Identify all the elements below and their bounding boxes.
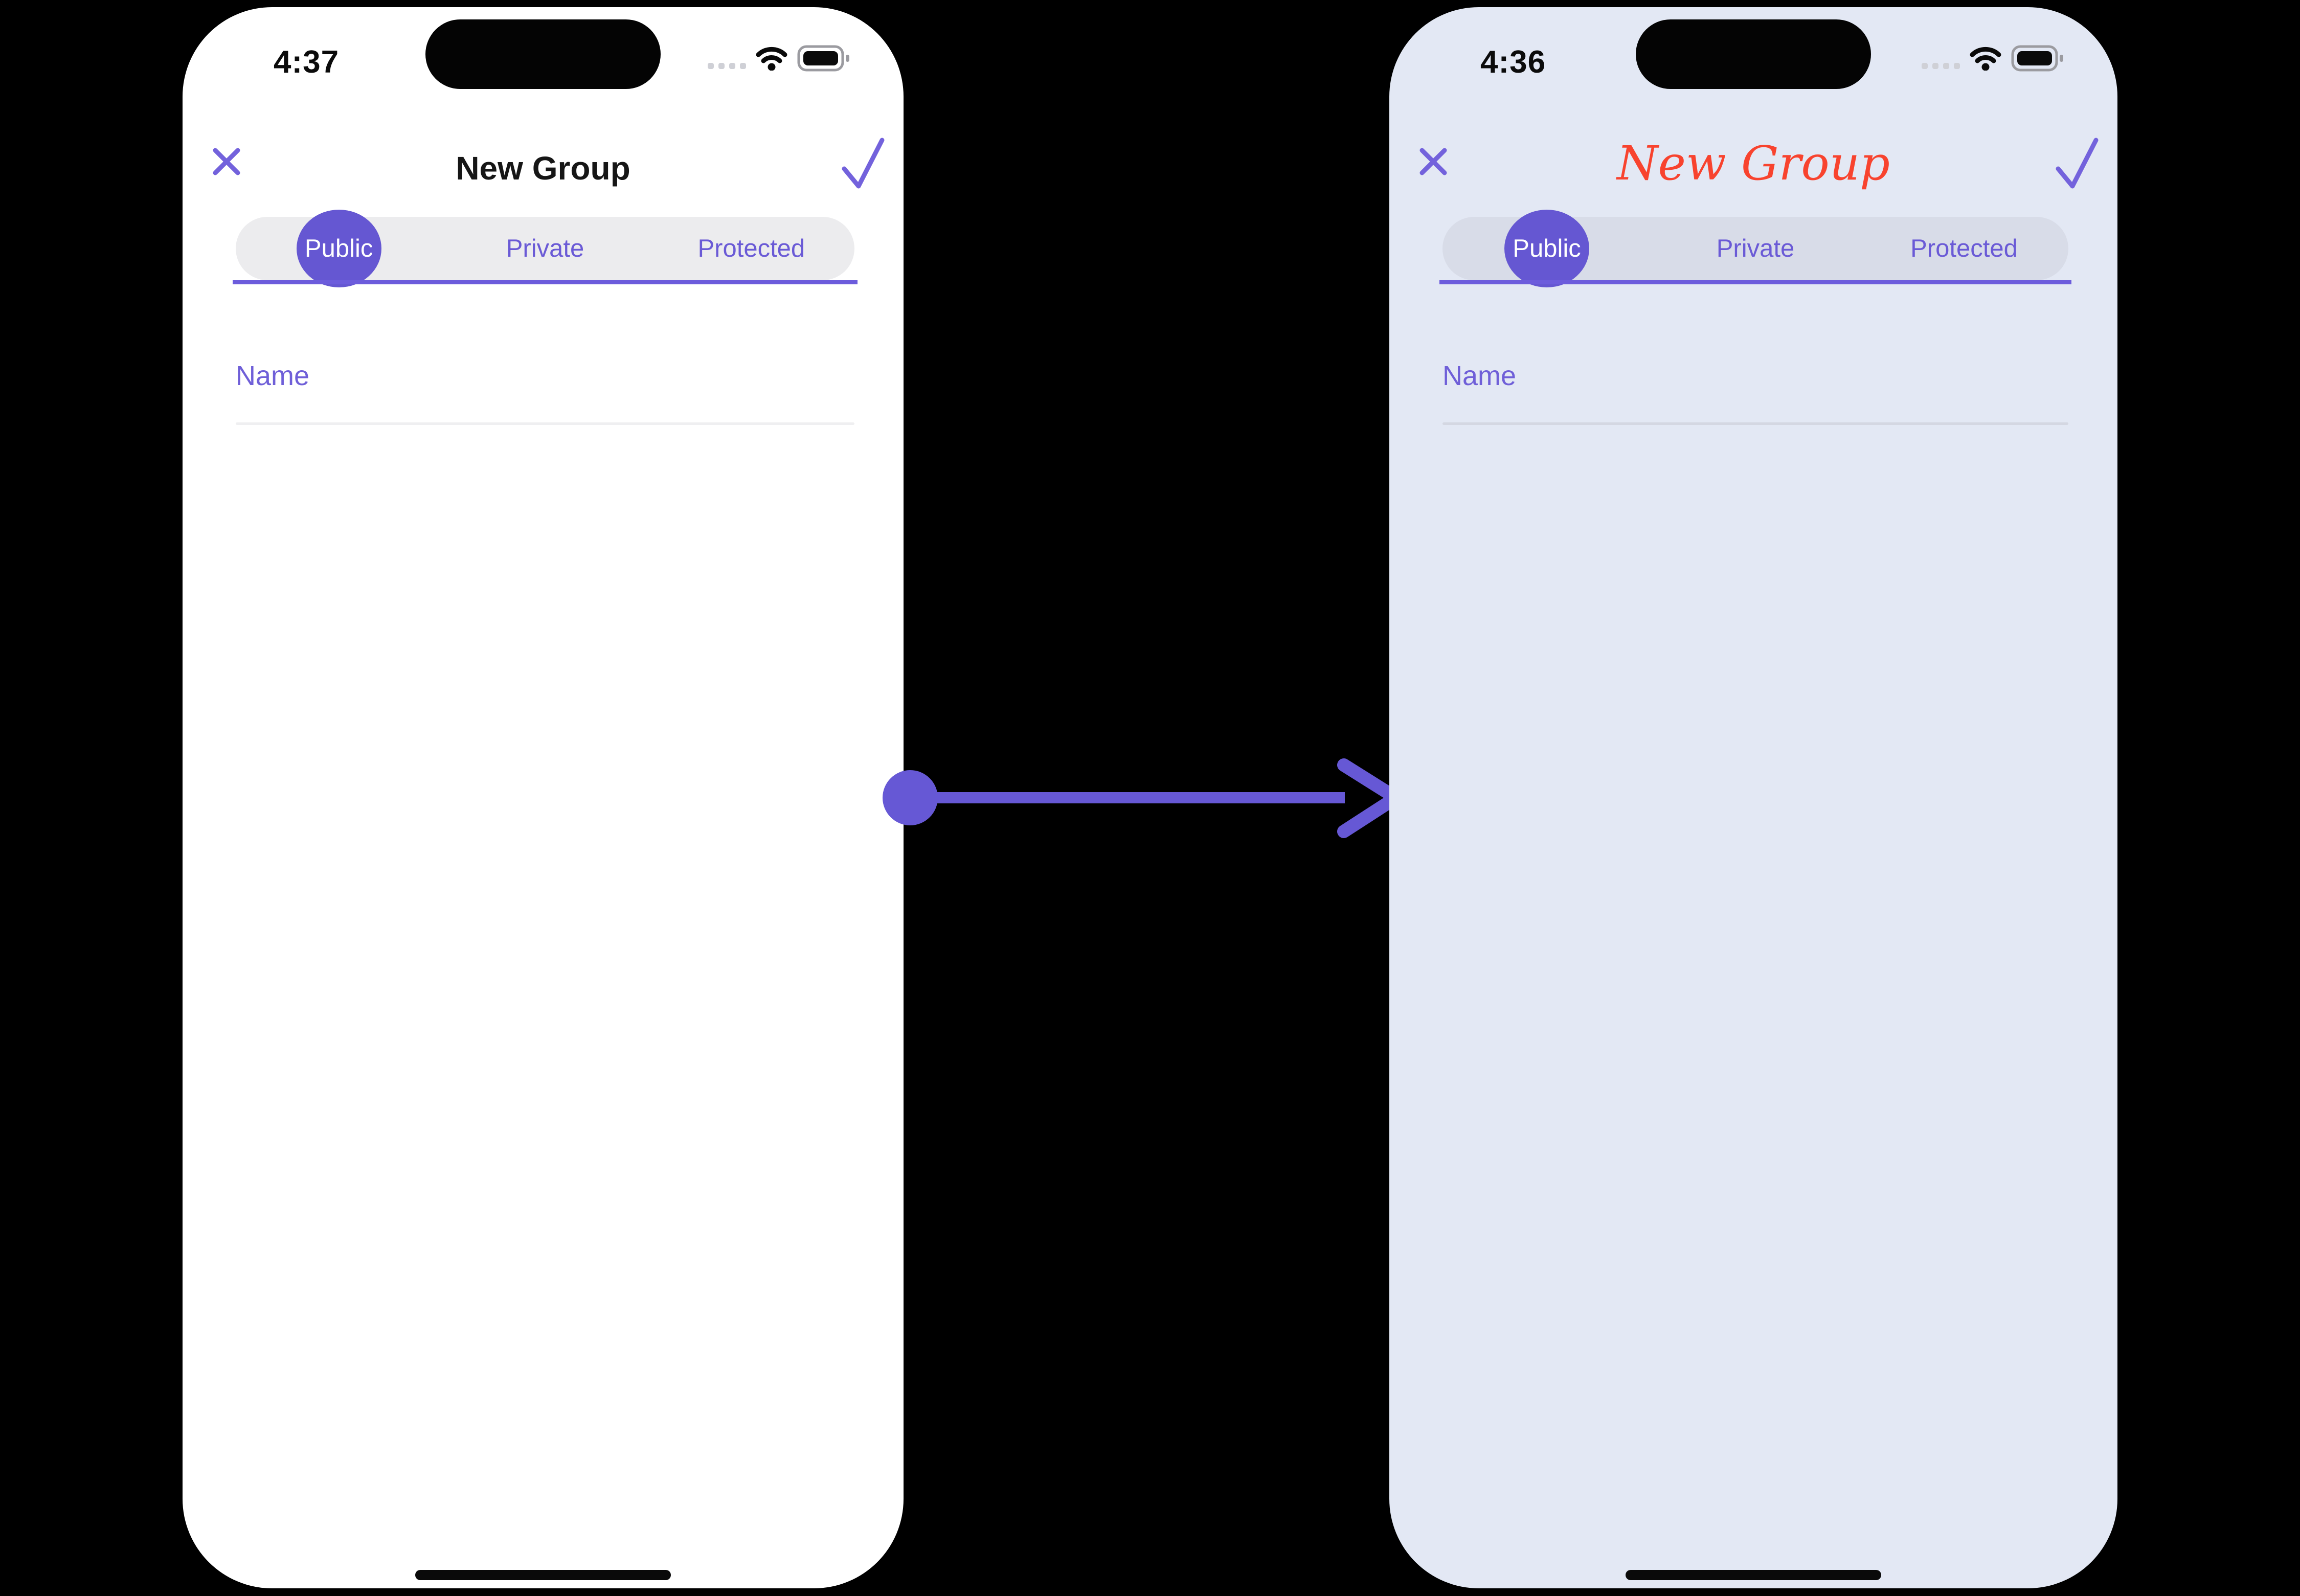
close-icon — [213, 148, 240, 175]
home-indicator[interactable] — [1626, 1570, 1881, 1580]
name-placeholder: Name — [1442, 361, 1517, 391]
close-icon — [1419, 148, 1447, 175]
transition-arrow-icon — [869, 747, 1411, 849]
selected-tab-indicator — [296, 210, 381, 287]
tab-public[interactable]: Public — [1442, 210, 1651, 287]
field-underline — [1442, 422, 2068, 425]
dynamic-island — [1636, 19, 1871, 89]
cellular-dots-icon — [1922, 63, 1960, 69]
close-button[interactable] — [211, 146, 242, 177]
status-icons — [1922, 41, 2064, 76]
name-input[interactable]: Name — [1442, 355, 2068, 426]
status-icons — [708, 41, 850, 76]
page-title: New Group — [1617, 136, 1890, 191]
selected-tab-indicator — [1504, 210, 1589, 287]
check-icon — [2056, 138, 2099, 189]
tab-label: Private — [1716, 235, 1795, 262]
cellular-dots-icon — [708, 63, 746, 69]
name-placeholder: Name — [236, 361, 310, 391]
tab-label: Protected — [1910, 235, 2018, 262]
check-icon — [842, 138, 885, 189]
close-button[interactable] — [1418, 146, 1449, 177]
status-time: 4:37 — [274, 44, 340, 80]
segment-underline — [1439, 280, 2071, 284]
tab-private[interactable]: Private — [1651, 217, 1860, 280]
page-title: New Group — [456, 150, 630, 187]
field-underline — [236, 422, 854, 425]
segment-underline — [233, 280, 858, 284]
phone-right: 4:36 New Group Public Private — [1389, 7, 2117, 1588]
visibility-segmented-control: Public Private Protected — [236, 210, 854, 287]
confirm-button[interactable] — [2055, 136, 2099, 190]
battery-full-icon — [797, 45, 849, 72]
tab-label: Public — [304, 235, 373, 262]
home-indicator[interactable] — [415, 1570, 671, 1580]
phone-left: 4:37 New Group Public Private — [183, 7, 904, 1588]
tab-public[interactable]: Public — [236, 210, 442, 287]
tab-label: Private — [506, 235, 584, 262]
tab-protected[interactable]: Protected — [1860, 217, 2068, 280]
tab-private[interactable]: Private — [442, 217, 648, 280]
visibility-segmented-control: Public Private Protected — [1442, 210, 2068, 287]
name-input[interactable]: Name — [236, 355, 854, 426]
tab-label: Protected — [697, 235, 805, 262]
wifi-icon — [756, 47, 787, 71]
dynamic-island — [425, 19, 661, 89]
tab-protected[interactable]: Protected — [648, 217, 854, 280]
battery-full-icon — [2011, 45, 2063, 72]
tab-label: Public — [1513, 235, 1581, 262]
confirm-button[interactable] — [841, 136, 885, 190]
wifi-icon — [1970, 47, 2001, 71]
status-time: 4:36 — [1480, 44, 1546, 80]
